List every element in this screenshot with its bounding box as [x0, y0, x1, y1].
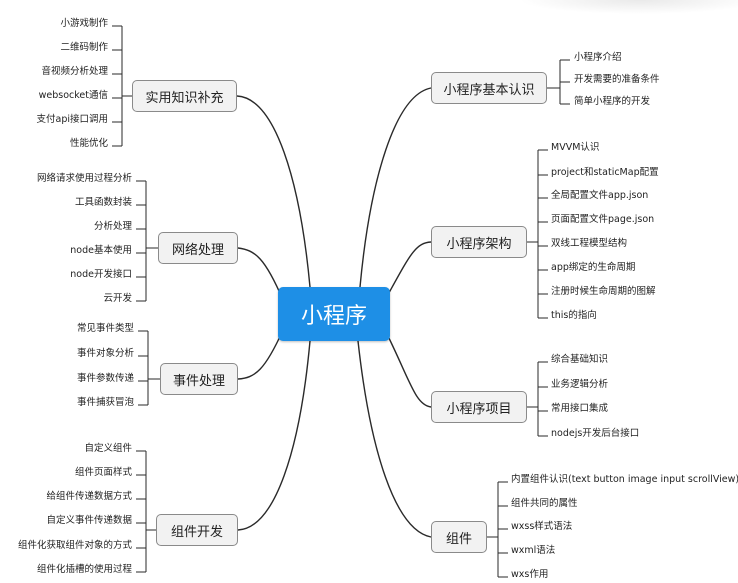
connector-root-wangluo [237, 247, 284, 301]
subtopic-item[interactable]: 支付api接口调用 [36, 114, 109, 125]
subtopic-item[interactable]: 常见事件类型 [76, 323, 134, 334]
subtopic-item[interactable]: 网络请求使用过程分析 [36, 173, 132, 184]
subtopic-item[interactable]: 小程序介绍 [574, 52, 622, 63]
subtopic-item[interactable]: wxs作用 [511, 569, 549, 580]
subtopic-item[interactable]: 云开发 [103, 293, 132, 304]
connector-root-zujian [357, 340, 432, 538]
subtopic-item[interactable]: MVVM认识 [551, 142, 600, 153]
subtopic-item[interactable]: websocket通信 [38, 90, 108, 101]
connector-root-shiyong [236, 95, 311, 288]
subtopic-item[interactable]: 注册时候生命周期的图解 [551, 286, 656, 297]
connector-root-shijian [237, 329, 284, 380]
subtopic-item[interactable]: 内置组件认识(text button image input scrollVie… [511, 474, 738, 485]
root-node[interactable]: 小程序 [278, 287, 390, 341]
subtopic-item[interactable]: this的指向 [551, 310, 597, 321]
connector-root-jiagou [384, 241, 432, 301]
topic-zujian[interactable]: 组件 [431, 521, 487, 553]
subtopic-item[interactable]: app绑定的生命周期 [551, 262, 636, 273]
subtopic-item[interactable]: 双线工程模型结构 [551, 238, 628, 249]
subtopic-item[interactable]: 事件对象分析 [76, 348, 134, 359]
subtopic-item[interactable]: 组件化获取组件对象的方式 [17, 540, 132, 551]
subtopic-item[interactable]: 组件化插槽的使用过程 [36, 564, 132, 575]
subtopic-item[interactable]: node开发接口 [70, 269, 132, 280]
subtopic-item[interactable]: 业务逻辑分析 [551, 379, 609, 390]
connector-root-xiangmu [384, 329, 432, 408]
subtopic-item[interactable]: 综合基础知识 [551, 354, 609, 365]
subtopic-item[interactable]: 性能优化 [69, 138, 108, 149]
subtopic-item[interactable]: 全局配置文件app.json [551, 190, 649, 201]
subtopic-item[interactable]: 开发需要的准备条件 [574, 74, 660, 85]
subtopic-item[interactable]: wxml语法 [511, 545, 556, 556]
subtopic-item[interactable]: wxss样式语法 [511, 521, 573, 532]
subtopic-item[interactable]: 事件捕获冒泡 [76, 397, 134, 408]
subtopic-item[interactable]: node基本使用 [70, 245, 132, 256]
subtopic-item[interactable]: 简单小程序的开发 [574, 96, 651, 107]
topic-xiangmu[interactable]: 小程序项目 [431, 391, 527, 423]
topic-shiyong[interactable]: 实用知识补充 [132, 80, 237, 112]
connector-root-jiben [359, 87, 432, 288]
subtopic-item[interactable]: 工具函数封装 [74, 197, 132, 208]
subtopic-item[interactable]: 组件共同的属性 [511, 498, 578, 509]
topic-zujiankaifa[interactable]: 组件开发 [156, 514, 238, 546]
subtopic-item[interactable]: 小游戏制作 [60, 18, 108, 29]
subtopic-item[interactable]: 分析处理 [93, 221, 132, 232]
subtopic-item[interactable]: 页面配置文件page.json [551, 214, 655, 225]
subtopic-item[interactable]: 自定义组件 [84, 443, 132, 454]
subtopic-item[interactable]: nodejs开发后台接口 [551, 428, 640, 439]
topic-wangluo[interactable]: 网络处理 [158, 232, 238, 264]
subtopic-item[interactable]: 音视频分析处理 [41, 66, 108, 77]
subtopic-item[interactable]: 给组件传递数据方式 [46, 491, 132, 502]
subtopic-item[interactable]: 组件页面样式 [74, 467, 132, 478]
topic-jiagou[interactable]: 小程序架构 [431, 226, 527, 258]
connector-root-zujiankaifa [237, 340, 311, 531]
subtopic-item[interactable]: 二维码制作 [60, 42, 108, 53]
topic-jiben[interactable]: 小程序基本认识 [431, 72, 547, 104]
subtopic-item[interactable]: 常用接口集成 [551, 403, 609, 414]
subtopic-item[interactable]: 自定义事件传递数据 [46, 515, 132, 526]
subtopic-item[interactable]: 事件参数传递 [76, 373, 134, 384]
topic-shijian[interactable]: 事件处理 [160, 363, 238, 395]
subtopic-item[interactable]: project和staticMap配置 [551, 167, 659, 178]
